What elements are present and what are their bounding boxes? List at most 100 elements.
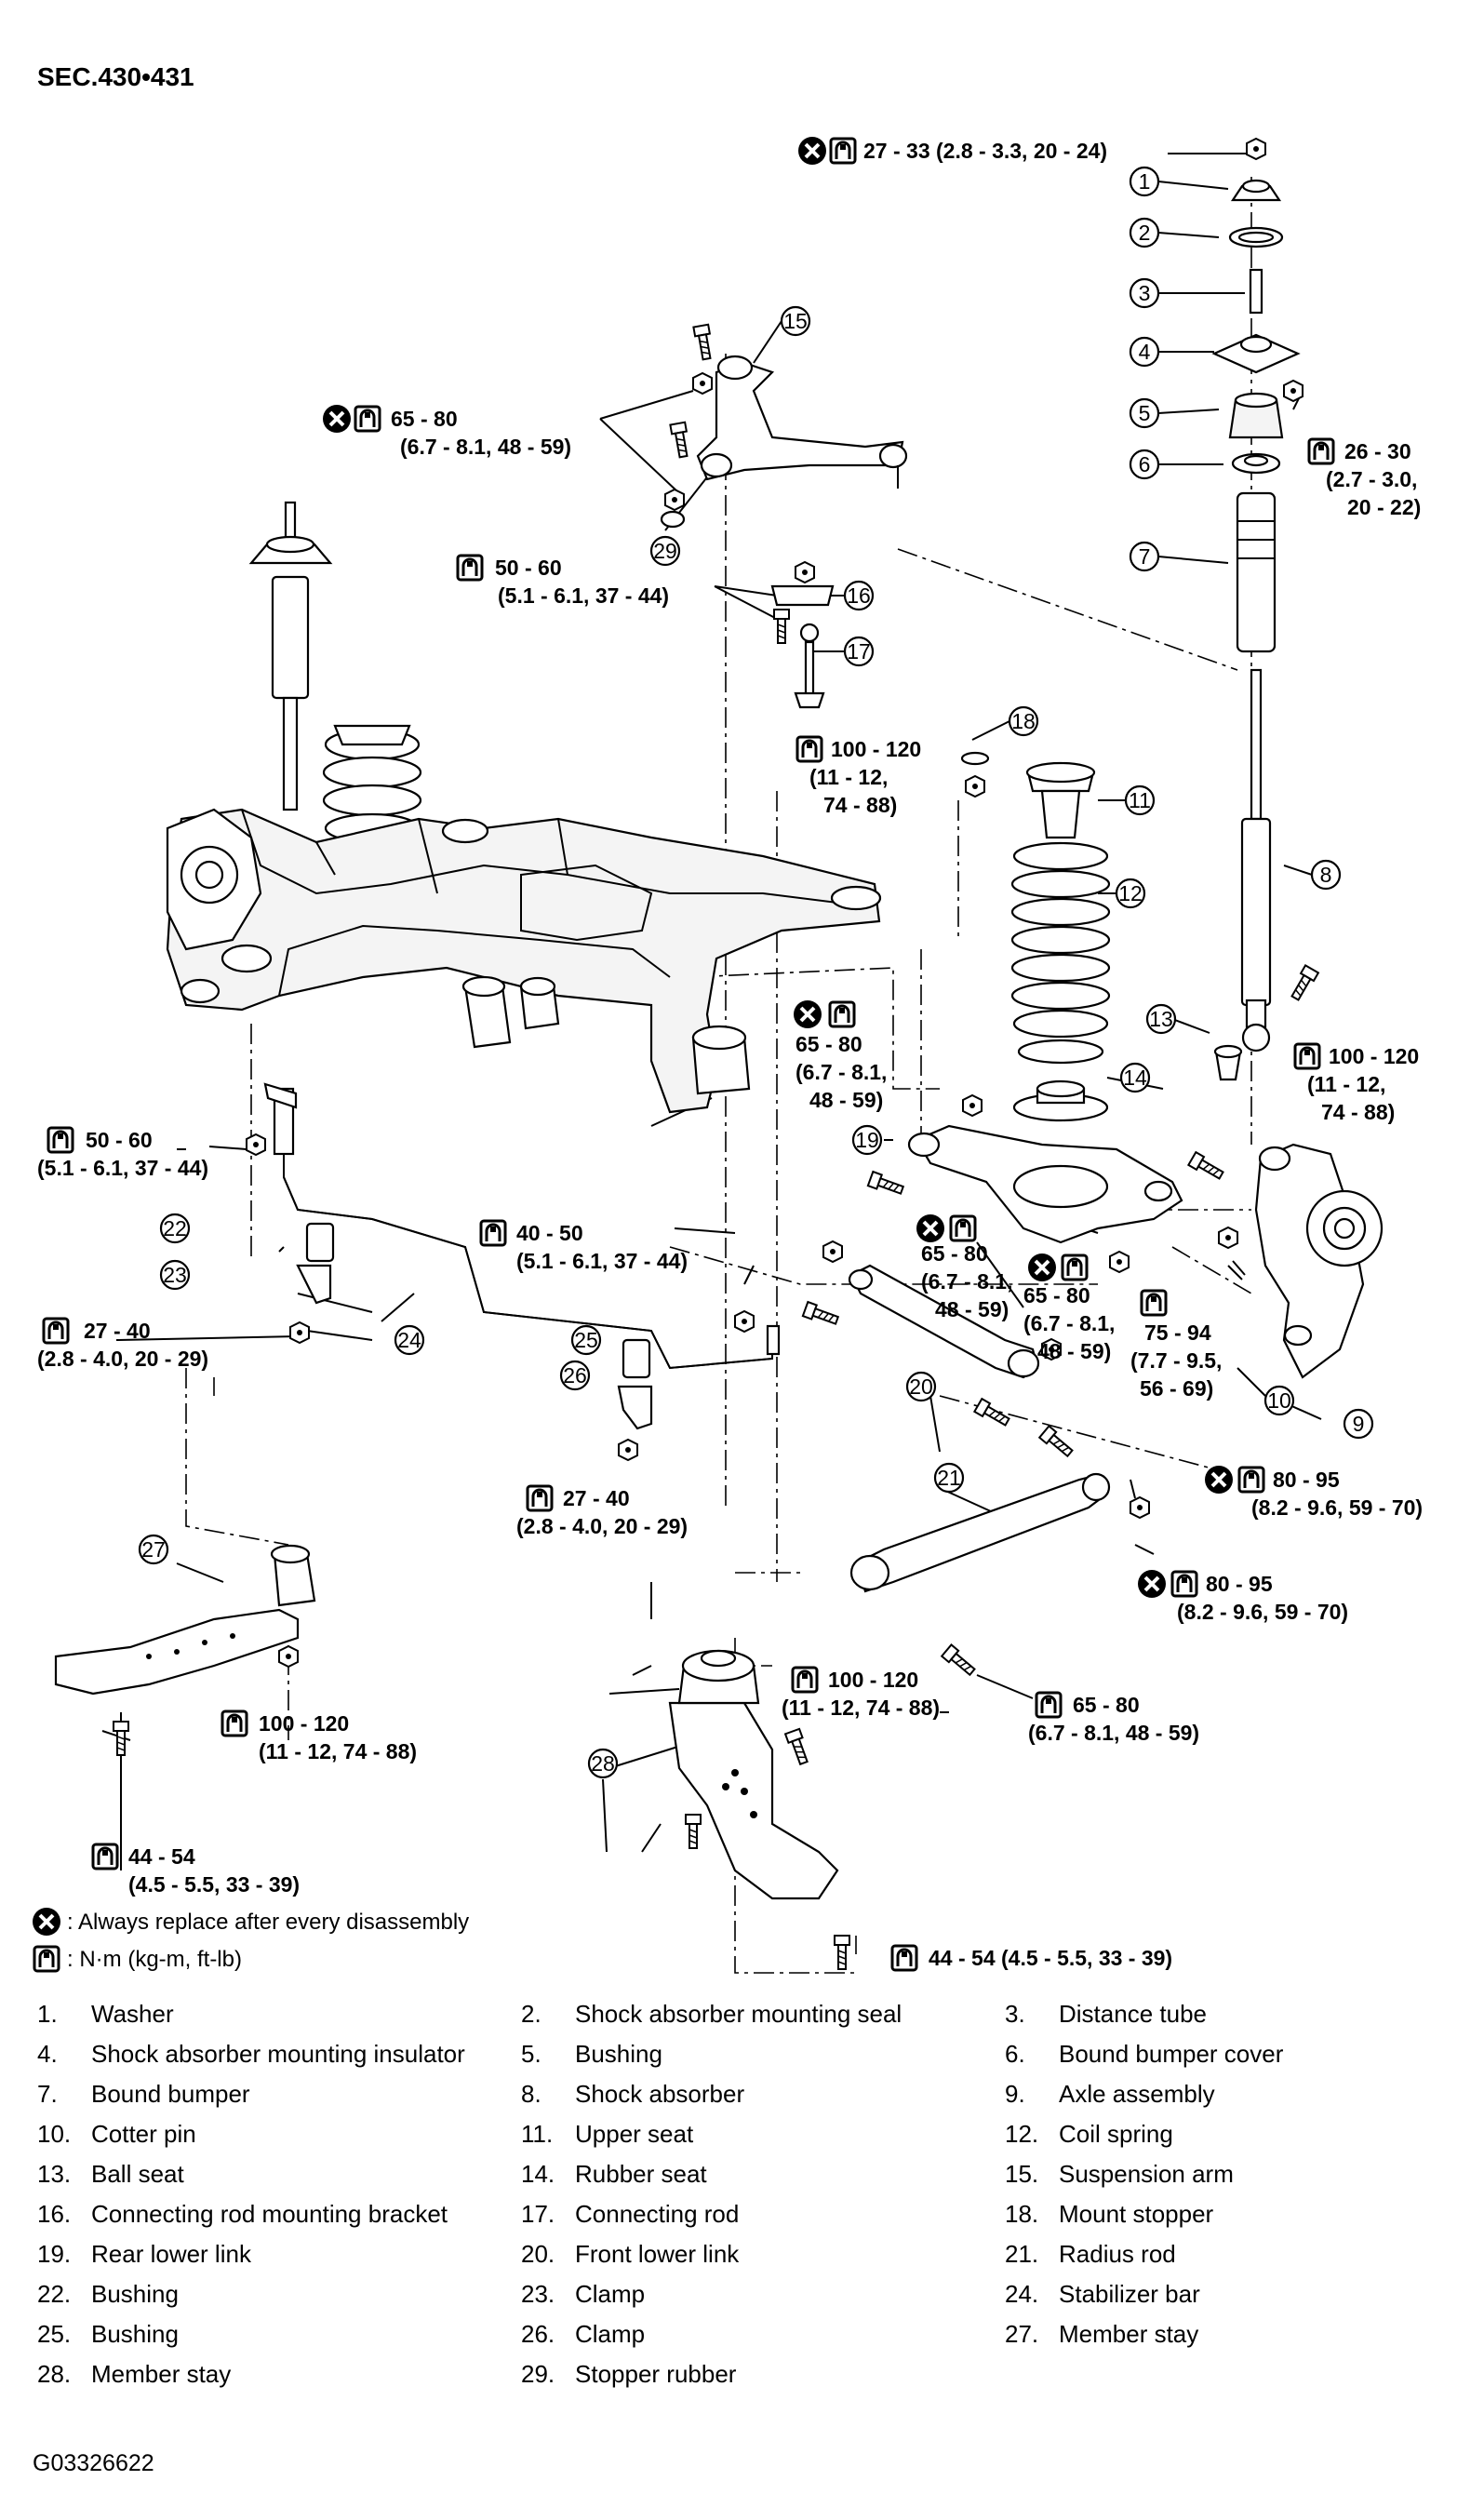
svg-text:5: 5 [1139,401,1151,425]
torque-lower-link-a: 65 - 80 [795,1032,862,1056]
torque-stay-bolt-a: 44 - 54 [128,1844,195,1869]
part-number: 25. [37,2320,71,2348]
part-name: Bushing [91,2280,179,2308]
svg-text:2: 2 [1139,221,1151,245]
legend-unit: : N·m (kg-m, ft-lb) [67,1947,242,1972]
figure-code: G03326622 [33,2450,154,2476]
svg-text:6: 6 [1139,452,1151,476]
callout-4: 4 [1129,336,1160,368]
svg-text:26: 26 [563,1363,587,1388]
callout-29: 29 [649,535,681,567]
torque-stay27-a: 100 - 120 [259,1711,349,1736]
part-number: 13. [37,2160,71,2188]
svg-text:3: 3 [1139,281,1151,305]
part-name: Rear lower link [91,2240,252,2268]
part-name: Coil spring [1059,2120,1173,2148]
torque-labels: 27 - 33 (2.8 - 3.3, 20 - 24) 65 - 80 (6.… [37,135,1423,1972]
part-number: 17. [521,2200,555,2228]
callout-25: 25 [570,1324,602,1356]
callout-23: 23 [159,1259,191,1291]
callout-24: 24 [394,1324,425,1356]
section-reference: SEC.430•431 [37,62,194,91]
part-name: Clamp [575,2280,645,2308]
part-number: 12. [1005,2120,1038,2148]
part-number: 7. [37,2080,58,2108]
torque-lower-link-c: 48 - 59) [809,1088,883,1112]
part-number: 20. [521,2240,555,2268]
svg-text:13: 13 [1149,1007,1173,1031]
torque-suspension-arm-b: (6.7 - 8.1, 48 - 59) [400,435,571,459]
part-name: Upper seat [575,2120,694,2148]
part-name: Shock absorber mounting insulator [91,2040,465,2068]
part-number: 19. [37,2240,71,2268]
torque-radius-front-a: 65 - 80 [1073,1693,1140,1717]
part-number: 29. [521,2360,555,2388]
torque-axle-a: 80 - 95 [1273,1468,1340,1492]
svg-text:20: 20 [909,1374,933,1399]
part-callouts: 1 2 3 4 5 6 7 8 9 10 11 12 13 14 15 16 1… [138,166,1374,1779]
svg-text:29: 29 [653,539,677,563]
callout-26: 26 [559,1360,591,1391]
torque-suspension-arm-a: 65 - 80 [391,407,458,431]
svg-text:18: 18 [1011,709,1036,733]
part-name: Radius rod [1059,2240,1176,2268]
callout-15: 15 [780,305,811,337]
shock-absorber-stack [1211,138,1319,1052]
radius-rod [849,1425,1150,1679]
left-shock-absorber [248,501,333,811]
torque-bracket-a: 50 - 60 [495,556,562,580]
part-number: 15. [1005,2160,1038,2188]
part-name: Member stay [91,2360,231,2388]
torque-mount-b: (2.7 - 3.0, [1326,467,1417,491]
callout-12: 12 [1115,878,1146,909]
torque-stay28-bolt: 44 - 54 (4.5 - 5.5, 33 - 39) [929,1946,1172,1970]
part-number: 6. [1005,2040,1025,2068]
suspension-arm-assembly [660,323,908,709]
callout-16: 16 [843,580,875,611]
callout-2: 2 [1129,217,1160,248]
torque-axle-b: (8.2 - 9.6, 59 - 70) [1251,1495,1423,1520]
part-number: 27. [1005,2320,1038,2348]
torque-clamp-right-b: (2.8 - 4.0, 20 - 29) [516,1514,688,1538]
torque-rod-a: 100 - 120 [831,737,921,761]
torque-clamp-left-a: 27 - 40 [84,1319,151,1343]
callout-20: 20 [905,1371,937,1402]
part-number: 22. [37,2280,71,2308]
callout-28: 28 [587,1748,619,1779]
callout-9: 9 [1343,1408,1374,1440]
part-number: 11. [521,2120,553,2148]
part-name: Stopper rubber [575,2360,737,2388]
part-number: 23. [521,2280,555,2308]
part-name: Ball seat [91,2160,184,2188]
torque-member-stay-b: (11 - 12, 74 - 88) [782,1696,940,1720]
part-number: 24. [1005,2280,1038,2308]
part-name: Shock absorber mounting seal [575,2000,902,2028]
torque-knuckle-c: 56 - 69) [1140,1376,1213,1401]
torque-front-link-c: 48 - 59) [935,1297,1009,1321]
callout-7: 7 [1129,541,1160,572]
callout-1: 1 [1129,166,1160,197]
torque-radius-rod-a: 80 - 95 [1206,1572,1273,1596]
symbol-legend: : Always replace after every disassembly… [31,1906,469,1973]
torque-knuckle-a: 75 - 94 [1144,1321,1211,1345]
front-lower-link [801,1240,1062,1429]
torque-bracket-b: (5.1 - 6.1, 37 - 44) [498,583,669,608]
torque-stab-link-a: 50 - 60 [86,1128,153,1152]
svg-text:21: 21 [937,1466,961,1490]
torque-front-link-b: (6.7 - 8.1, [921,1269,1012,1294]
part-name: Axle assembly [1059,2080,1215,2108]
part-name: Stabilizer bar [1059,2280,1200,2308]
torque-mount-c: 20 - 22) [1347,495,1421,519]
callout-19: 19 [851,1124,883,1156]
svg-text:14: 14 [1123,1066,1147,1090]
part-name: Rubber seat [575,2160,707,2188]
torque-stab-end-b: (5.1 - 6.1, 37 - 44) [516,1249,688,1273]
svg-text:25: 25 [574,1328,598,1352]
torque-top-nut: 27 - 33 (2.8 - 3.3, 20 - 24) [863,139,1107,163]
part-name: Member stay [1059,2320,1198,2348]
part-number: 10. [37,2120,71,2148]
part-name: Connecting rod [575,2200,739,2228]
callout-11: 11 [1124,784,1156,816]
torque-member-stay-a: 100 - 120 [828,1668,918,1692]
svg-text:10: 10 [1267,1388,1291,1413]
